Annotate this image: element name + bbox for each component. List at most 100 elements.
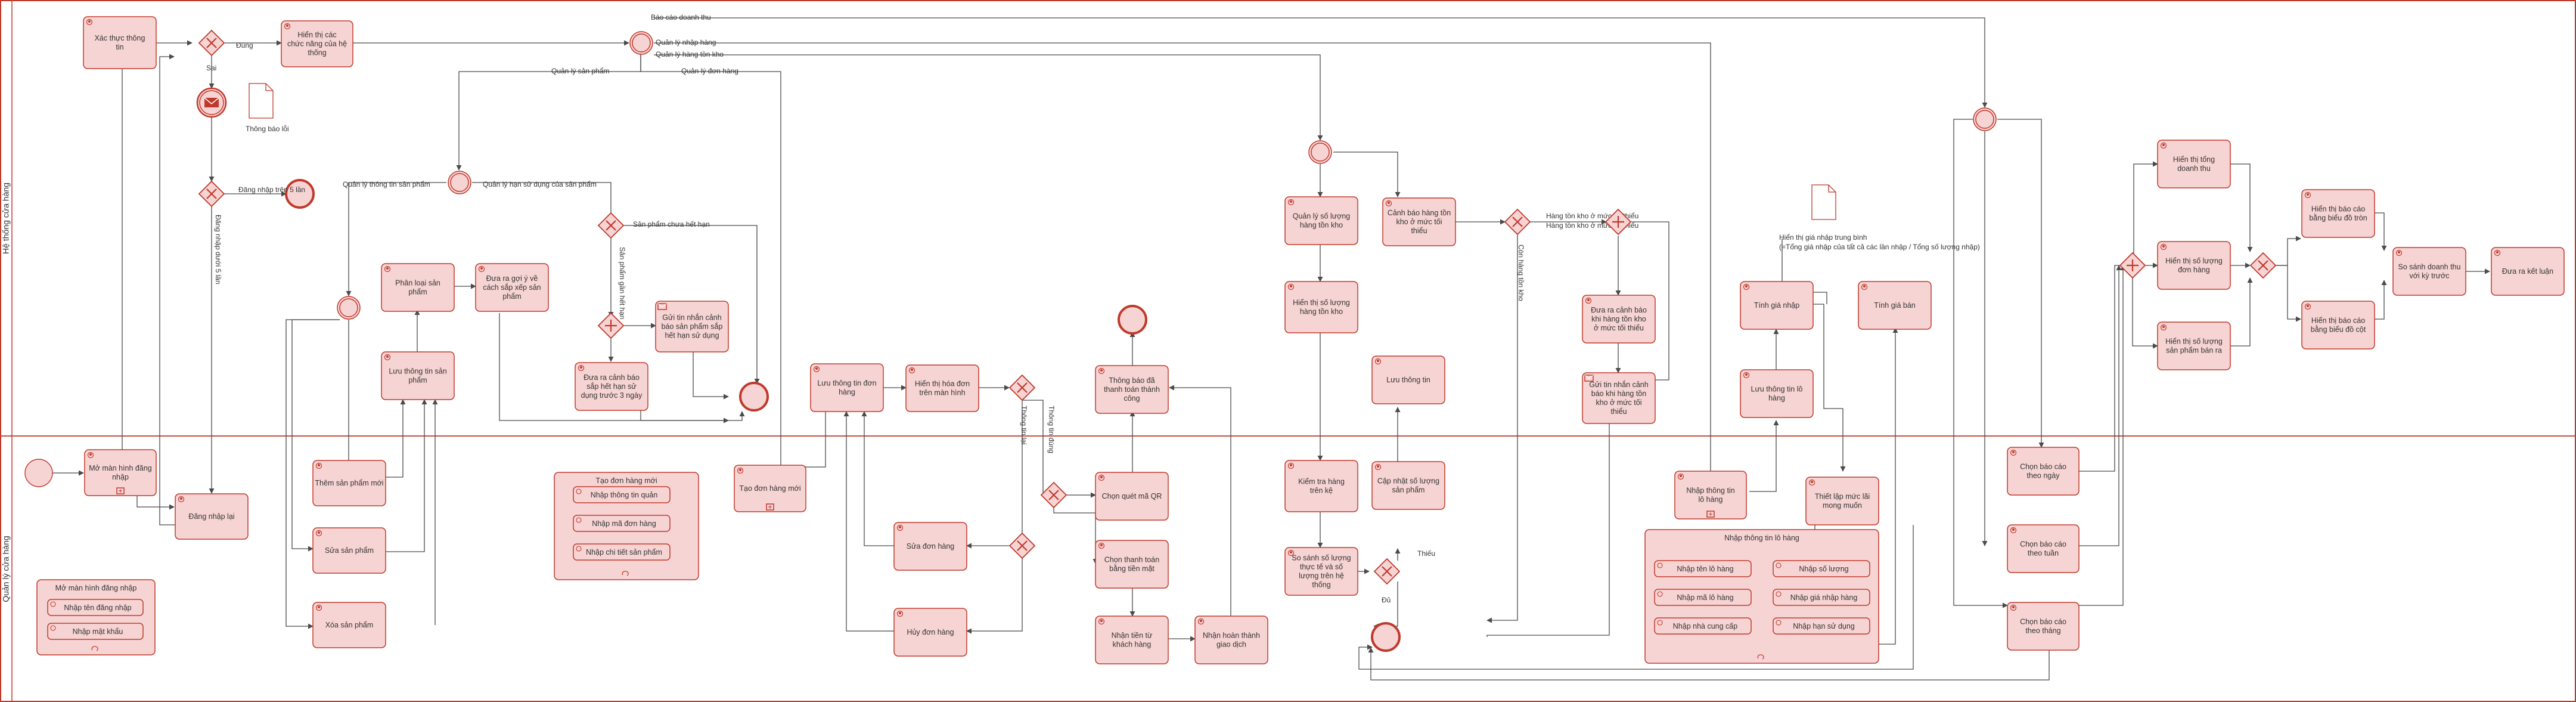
task-ketluan[interactable]: Đưa ra kết luận bbox=[2491, 247, 2565, 296]
order-check-gateway[interactable] bbox=[1008, 374, 1036, 401]
attempt-count-gateway[interactable] bbox=[198, 180, 225, 208]
stock-alert-parallel-gateway[interactable] bbox=[1604, 208, 1632, 236]
subtask[interactable]: Nhập chi tiết sản phẩm bbox=[573, 543, 671, 561]
flow-label-lbl_doanhthu: Báo cáo doanh thu bbox=[651, 13, 711, 21]
sequence-flow bbox=[385, 399, 427, 552]
order-edit-gateway[interactable] bbox=[1008, 532, 1036, 559]
task-shape bbox=[83, 16, 157, 69]
task-shape bbox=[1194, 616, 1268, 664]
sequence-flow bbox=[346, 182, 446, 296]
flow-label-lbl_tt_dung: Thông tin đúng bbox=[1047, 406, 1056, 453]
subtask[interactable]: Nhập số lượng bbox=[1773, 560, 1870, 577]
task-themsp[interactable]: Thêm sản phẩm mới bbox=[312, 460, 386, 506]
user-icon bbox=[1374, 463, 1382, 471]
task-xoasp[interactable]: Xóa sản phẩm bbox=[312, 602, 386, 648]
subtask-label: Nhập nhà cung cấp bbox=[1673, 622, 1737, 630]
task-suasp[interactable]: Sửa sản phẩm bbox=[312, 527, 386, 574]
sequence-flow bbox=[861, 411, 899, 546]
user-icon bbox=[896, 610, 904, 617]
subtask[interactable]: Nhập hạn sử dụng bbox=[1773, 617, 1870, 635]
task-label: Đăng nhập lại bbox=[188, 512, 234, 521]
sequence-flow bbox=[2044, 265, 2122, 546]
user-icon bbox=[384, 354, 391, 361]
chart-type-gateway[interactable] bbox=[2249, 252, 2277, 279]
subtask[interactable]: Nhập mật khẩu bbox=[47, 623, 144, 640]
metrics-parallel-gateway[interactable] bbox=[2119, 252, 2146, 279]
task-label: Đưa ra kết luận bbox=[2502, 267, 2553, 276]
task-luuthongtin[interactable]: Lưu thông tin bbox=[1371, 355, 1445, 404]
subtask[interactable]: Nhập mã đơn hàng bbox=[573, 515, 671, 532]
sequence-flow bbox=[640, 410, 729, 423]
quantity-check-gateway[interactable] bbox=[1373, 558, 1401, 585]
task-tinhgianhap[interactable]: Tính giá nhập bbox=[1740, 281, 1814, 330]
task-huydonhang[interactable]: Hủy đơn hàng bbox=[893, 608, 967, 657]
task-label: Chọn quét mã QR bbox=[1102, 492, 1162, 500]
subtask[interactable]: Nhập giá nhập hàng bbox=[1773, 589, 1870, 606]
expiry-parallel-gateway[interactable] bbox=[597, 312, 625, 339]
subtask[interactable]: Nhập tên đăng nhập bbox=[47, 599, 144, 616]
stock-level-gateway[interactable] bbox=[1504, 208, 1531, 236]
subprocess-title: Tạo đơn hàng mới bbox=[595, 477, 657, 485]
task-taodonhang[interactable]: Tạo đơn hàng mới bbox=[734, 465, 806, 512]
expiry-check-gateway[interactable] bbox=[597, 212, 625, 239]
task-shape bbox=[1095, 365, 1169, 414]
task-shape bbox=[2007, 602, 2080, 651]
task-suadonhang[interactable]: Sửa đơn hàng bbox=[893, 522, 967, 571]
subtask[interactable]: Nhập thông tin quản bbox=[573, 486, 671, 503]
task-dangnhaplai[interactable]: Đăng nhập lại bbox=[175, 493, 249, 540]
sequence-flow bbox=[1333, 151, 1401, 197]
flow-label-lbl_tonkho: Quản lý hàng tồn kho bbox=[656, 50, 724, 58]
inventory-end-event bbox=[1371, 622, 1401, 652]
sequence-flow bbox=[1997, 119, 2044, 448]
task-chonqr[interactable]: Chọn quét mã QR bbox=[1095, 472, 1169, 521]
task-tinhgiaban[interactable]: Tính giá bán bbox=[1858, 281, 1932, 330]
subtask[interactable]: Nhập tên lô hàng bbox=[1654, 560, 1752, 577]
credential-check-gateway[interactable] bbox=[198, 29, 225, 57]
subtask[interactable]: Nhập nhà cung cấp bbox=[1654, 617, 1752, 635]
subtask[interactable]: Nhập mã lô hàng bbox=[1654, 589, 1752, 606]
payment-method-gateway[interactable] bbox=[1040, 481, 1067, 509]
